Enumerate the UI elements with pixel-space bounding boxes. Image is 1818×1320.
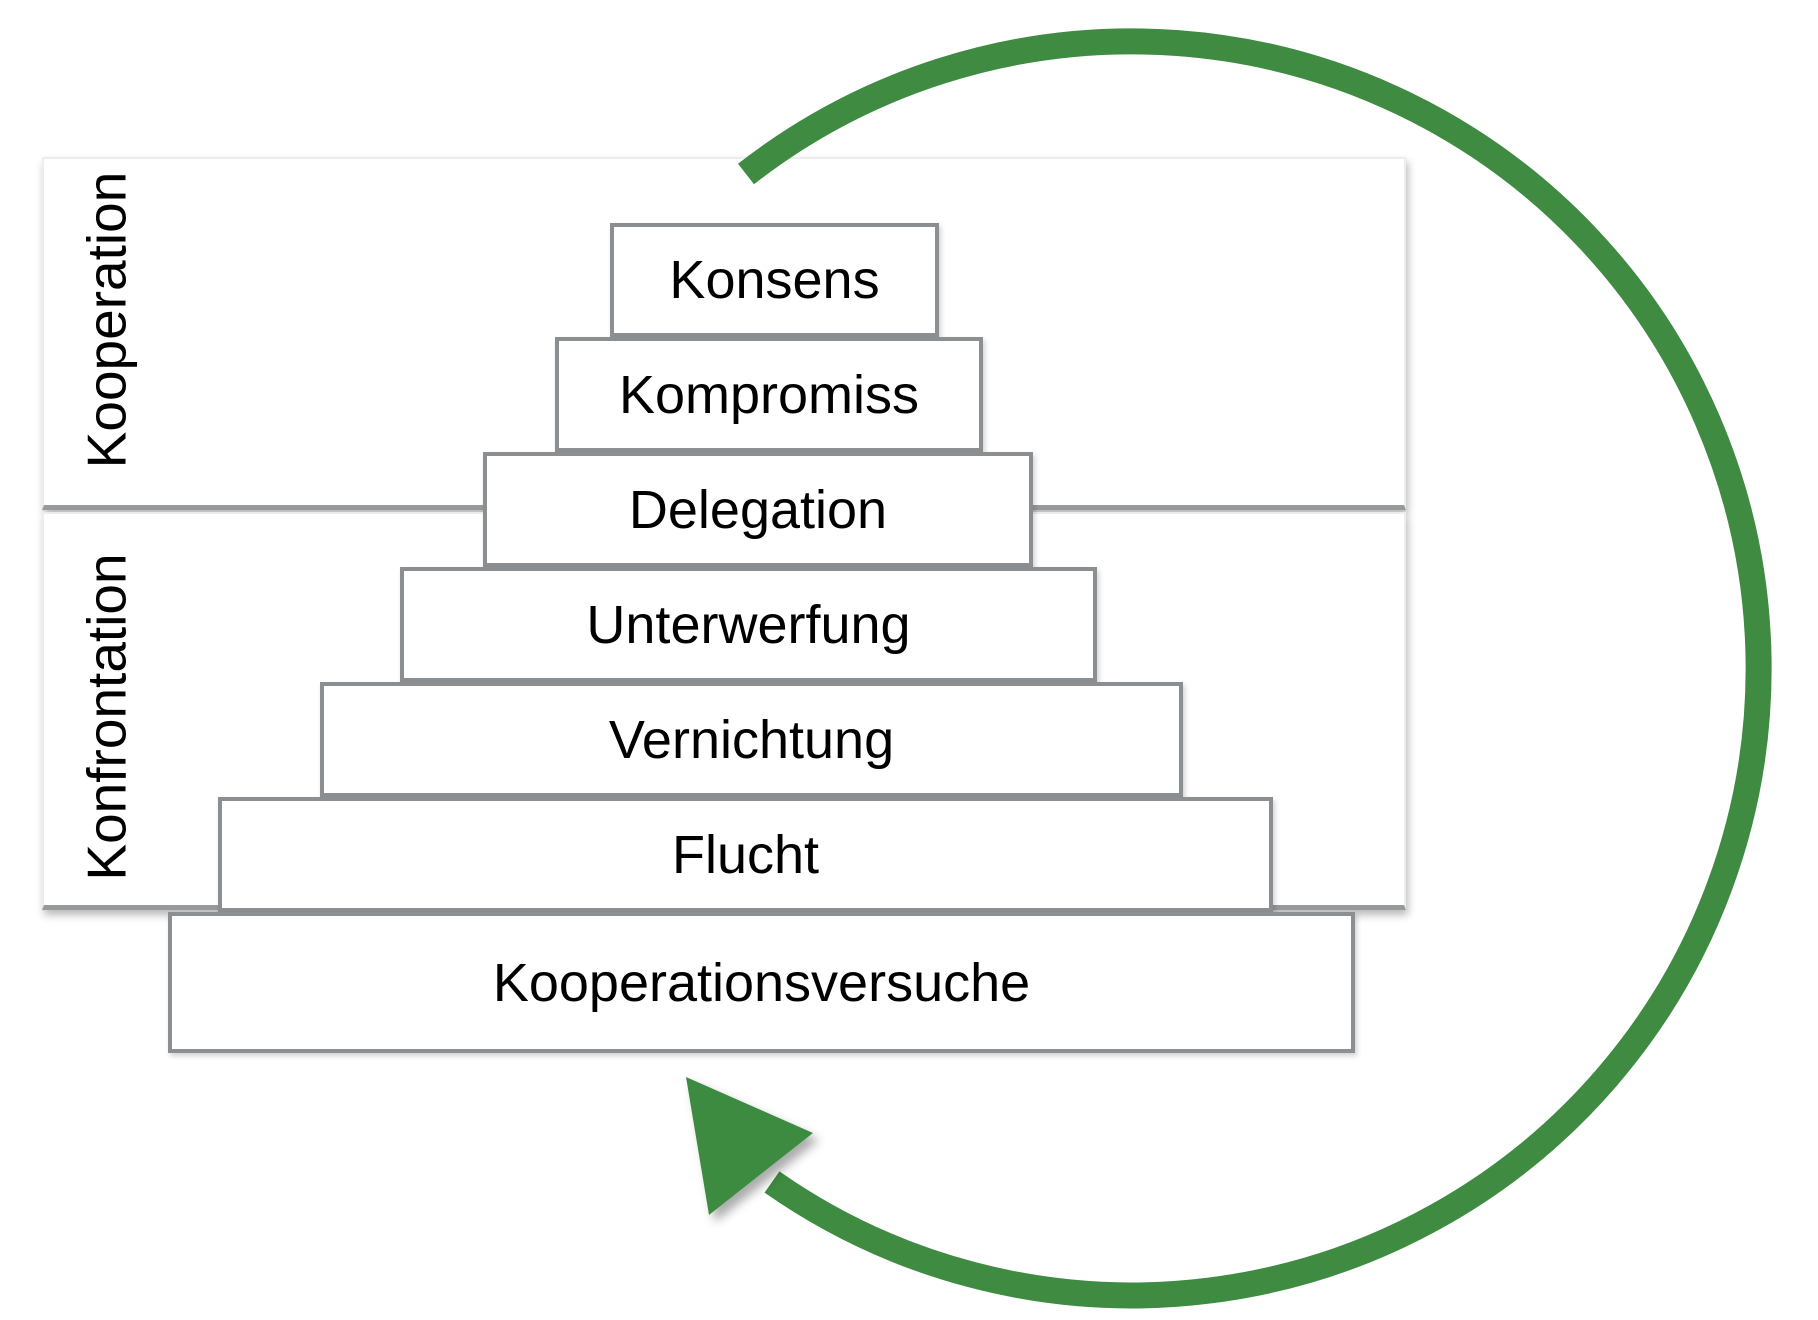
cycle-arrow-head-icon: [686, 1077, 813, 1215]
pyramid-level-kooperationsversuche: Kooperationsversuche: [168, 912, 1355, 1053]
konfrontation-band-label: Konfrontation: [75, 553, 138, 881]
pyramid-level-unterwerfung: Unterwerfung: [400, 567, 1097, 682]
pyramid-level-delegation: Delegation: [483, 452, 1033, 567]
kooperation-band-label: Kooperation: [75, 171, 138, 469]
pyramid-level-konsens: Konsens: [610, 223, 939, 337]
pyramid-level-flucht: Flucht: [218, 797, 1273, 912]
pyramid-level-vernichtung: Vernichtung: [320, 682, 1183, 797]
pyramid-level-kompromiss: Kompromiss: [555, 337, 983, 452]
